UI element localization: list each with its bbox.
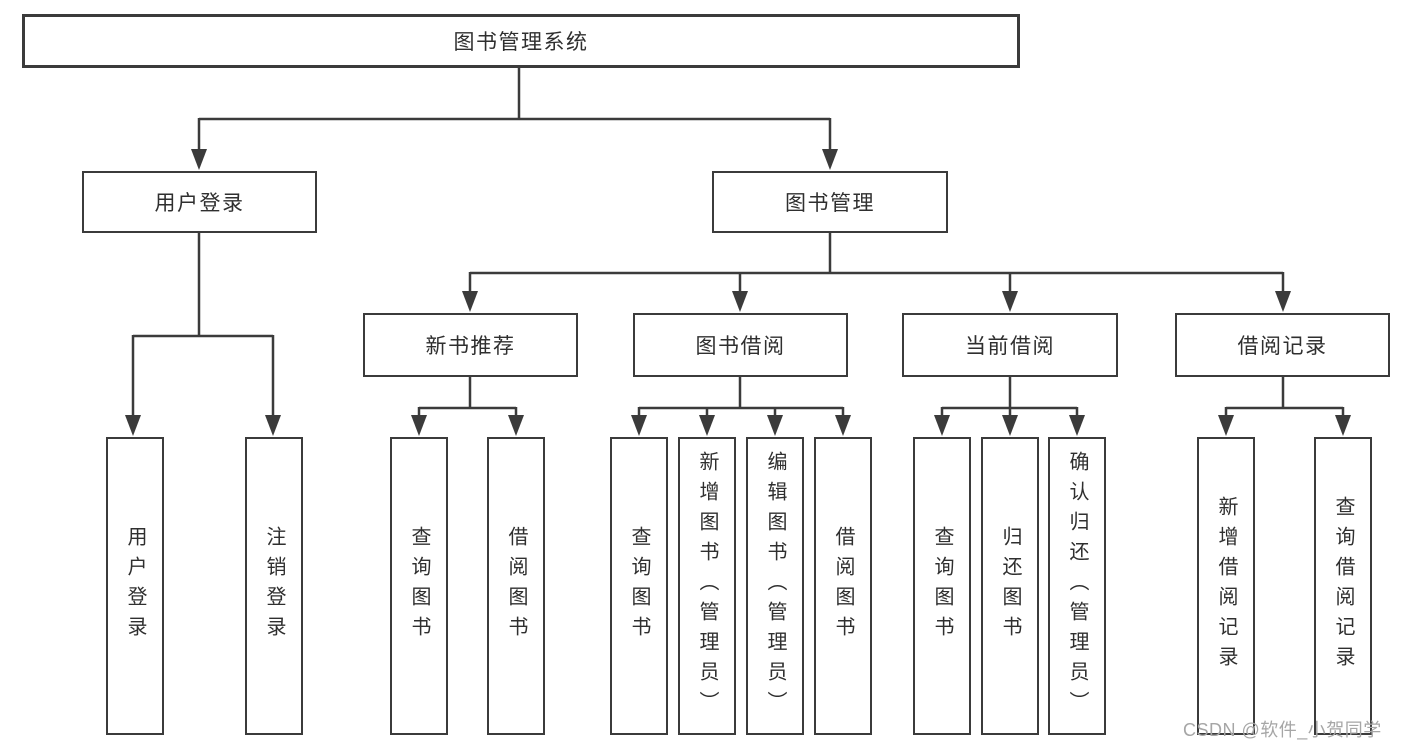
- node-book-borrow: 图书借阅: [633, 313, 848, 377]
- node-book-management-label: 图书管理: [785, 192, 875, 215]
- node-current-borrow-label: 当前借阅: [965, 335, 1055, 358]
- node-root: 图书管理系统: [22, 14, 1020, 68]
- node-current-borrow: 当前借阅: [902, 313, 1118, 377]
- leaf-add-borrow-record-label: 新增借阅记录: [1215, 496, 1237, 676]
- leaf-edit-book-admin-label: 编辑图书（管理员）: [764, 451, 786, 721]
- leaf-return-book: 归还图书: [981, 437, 1039, 735]
- node-borrow-records: 借阅记录: [1175, 313, 1390, 377]
- node-new-book-recommend: 新书推荐: [363, 313, 578, 377]
- leaf-borrow-books: 借阅图书: [814, 437, 872, 735]
- leaf-borrow-books-label: 借阅图书: [832, 526, 854, 646]
- node-user-login-label: 用户登录: [154, 192, 245, 215]
- leaf-query-books-current-label: 查询图书: [931, 526, 953, 646]
- node-user-login: 用户登录: [82, 171, 317, 233]
- node-book-management: 图书管理: [712, 171, 948, 233]
- node-book-borrow-label: 图书借阅: [695, 335, 786, 358]
- leaf-query-books-current: 查询图书: [913, 437, 971, 735]
- node-root-label: 图书管理系统: [453, 31, 589, 54]
- leaf-add-book-admin-label: 新增图书（管理员）: [696, 451, 718, 721]
- node-borrow-records-label: 借阅记录: [1237, 335, 1328, 358]
- leaf-add-borrow-record: 新增借阅记录: [1197, 437, 1255, 735]
- leaf-logout: 注销登录: [245, 437, 303, 735]
- leaf-query-books-borrow-label: 查询图书: [628, 526, 650, 646]
- node-new-book-recommend-label: 新书推荐: [425, 335, 516, 358]
- leaf-query-books-recommend: 查询图书: [390, 437, 448, 735]
- leaf-add-book-admin: 新增图书（管理员）: [678, 437, 736, 735]
- leaf-query-borrow-record: 查询借阅记录: [1314, 437, 1372, 735]
- leaf-query-books-borrow: 查询图书: [610, 437, 668, 735]
- leaf-query-books-recommend-label: 查询图书: [408, 526, 430, 646]
- leaf-return-book-label: 归还图书: [999, 526, 1021, 646]
- leaf-logout-label: 注销登录: [263, 526, 285, 646]
- arrowheads: [125, 149, 1351, 436]
- leaf-borrow-books-recommend: 借阅图书: [487, 437, 545, 735]
- leaf-user-login-label: 用户登录: [124, 526, 146, 646]
- leaf-confirm-return-admin-label: 确认归还（管理员）: [1066, 451, 1088, 721]
- csdn-watermark: CSDN @软件_小贺同学: [1183, 720, 1382, 740]
- leaf-confirm-return-admin: 确认归还（管理员）: [1048, 437, 1106, 735]
- leaf-query-borrow-record-label: 查询借阅记录: [1332, 496, 1354, 676]
- leaf-edit-book-admin: 编辑图书（管理员）: [746, 437, 804, 735]
- leaf-borrow-books-recommend-label: 借阅图书: [505, 526, 527, 646]
- leaf-user-login: 用户登录: [106, 437, 164, 735]
